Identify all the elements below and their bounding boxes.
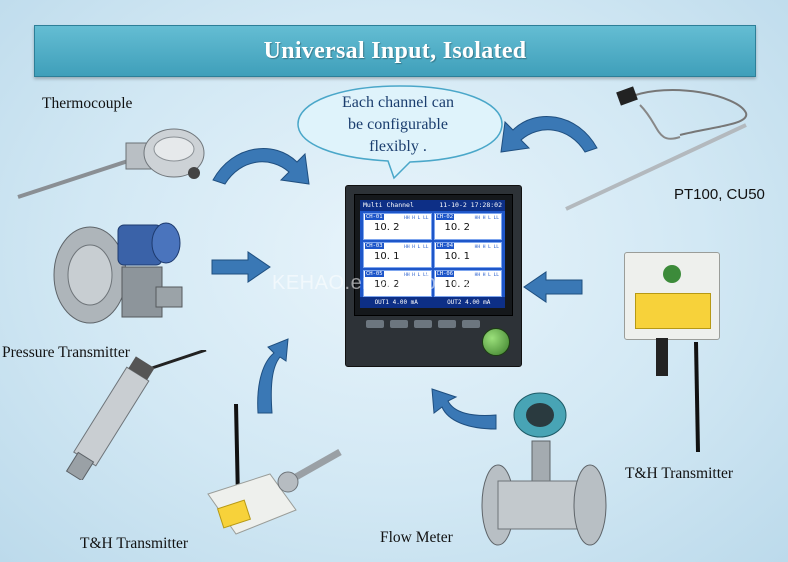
banner-title: Universal Input, Isolated xyxy=(263,37,527,64)
channel-cell: CH-01 10. 2 HH H L LL xyxy=(363,213,432,240)
status-led-icon xyxy=(663,265,681,283)
flow-meter-image xyxy=(481,392,607,546)
function-key[interactable] xyxy=(414,320,432,328)
th-transmitter-right-image xyxy=(624,252,720,340)
channel-value: 10. 1 xyxy=(374,250,400,262)
th-transmitter-left-image xyxy=(207,403,342,535)
pressure-transmitter-small-image xyxy=(65,350,207,480)
arrow-th-right xyxy=(523,271,583,303)
callout-text: Each channel can be configurable flexibl… xyxy=(296,92,500,158)
channel-name: CH-06 xyxy=(435,271,455,278)
alarm-tags: HH H L LL xyxy=(474,273,499,279)
arrow-thermocouple xyxy=(212,148,310,185)
paperless-recorder: Multi Channel 11-10-2 17:28:02 CH-01 10. … xyxy=(345,185,522,367)
alarm-tags: HH H L LL xyxy=(474,216,499,221)
screen-title: Multi Channel xyxy=(363,201,414,209)
arrow-th-left xyxy=(257,338,289,414)
callout-line-3: flexibly . xyxy=(369,138,427,155)
alarm-tags: HH H L LL xyxy=(474,244,499,250)
channel-value: 10. 1 xyxy=(444,250,470,262)
screen-footer: OUT1 4.00 mA OUT2 4.00 mA xyxy=(360,297,505,308)
function-keys xyxy=(366,320,480,328)
arrow-pressure xyxy=(211,251,271,283)
label-flow-meter: Flow Meter xyxy=(380,529,453,546)
recorder-screen: Multi Channel 11-10-2 17:28:02 CH-01 10. … xyxy=(360,200,505,308)
arrow-pt100 xyxy=(500,116,598,153)
watermark: KEHAO.en.alibaba.com xyxy=(272,272,494,294)
output-1: OUT1 4.00 mA xyxy=(374,299,418,306)
callout-bubble xyxy=(297,85,503,180)
channel-name: CH-02 xyxy=(435,214,455,220)
channel-name: CH-03 xyxy=(365,242,384,249)
label-th-transmitter-left: T&H Transmitter xyxy=(80,535,189,552)
label-th-transmitter-right: T&H Transmitter xyxy=(625,465,734,482)
channel-value: 10. 2 xyxy=(374,222,400,233)
th-transmitter-right-probe xyxy=(656,338,700,453)
label-pt100-cu50: PT100, CU50 xyxy=(674,186,765,203)
channel-cell: CH-02 10. 2 HH H L LL xyxy=(433,213,502,240)
function-key[interactable] xyxy=(366,320,384,328)
thermocouple-image xyxy=(17,128,205,199)
label-thermocouple: Thermocouple xyxy=(42,95,133,112)
output-2: OUT2 4.00 mA xyxy=(447,299,491,306)
function-key[interactable] xyxy=(390,320,408,328)
channel-name: CH-01 xyxy=(365,214,384,220)
function-key[interactable] xyxy=(462,320,480,328)
callout-line-1: Each channel can xyxy=(342,94,454,111)
screen-bezel: Multi Channel 11-10-2 17:28:02 CH-01 10. … xyxy=(354,194,513,316)
callout-line-2: be configurable xyxy=(348,116,448,133)
alarm-tags: HH H L LL xyxy=(404,273,429,279)
channel-value: 10. 2 xyxy=(374,279,400,291)
rotary-knob[interactable] xyxy=(482,328,510,356)
pt100-probe-image xyxy=(565,86,748,211)
alarm-tags: HH H L LL xyxy=(404,216,429,221)
screen-header: Multi Channel 11-10-2 17:28:02 xyxy=(360,200,505,211)
function-key[interactable] xyxy=(438,320,456,328)
arrow-flow xyxy=(431,388,497,430)
product-label xyxy=(635,293,711,329)
channel-name: CH-04 xyxy=(435,242,455,249)
pressure-transmitter-image xyxy=(53,222,183,324)
channel-value: 10. 2 xyxy=(444,279,470,291)
title-banner: Universal Input, Isolated xyxy=(34,25,756,77)
alarm-tags: HH H L LL xyxy=(404,244,429,250)
channel-name: CH-05 xyxy=(365,271,384,278)
label-pressure-transmitter: Pressure Transmitter xyxy=(2,344,130,361)
screen-time: 11-10-2 17:28:02 xyxy=(439,201,502,209)
channel-value: 10. 2 xyxy=(444,222,470,233)
